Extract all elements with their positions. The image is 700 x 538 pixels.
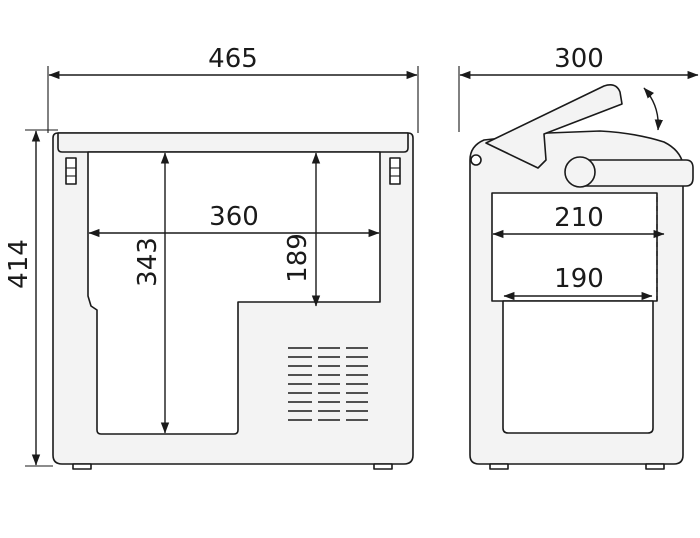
label-210: 210: [554, 203, 604, 233]
front-foot-left: [72, 463, 92, 470]
front-right-hinge: [389, 157, 401, 185]
label-190: 190: [554, 264, 604, 294]
side-open-lid: [485, 84, 623, 169]
label-360: 360: [209, 202, 259, 232]
lid-rotation-arrow: [643, 87, 664, 131]
front-left-hinge: [65, 157, 77, 185]
label-189: 189: [283, 233, 313, 283]
dim-inner-depth-total: 343: [133, 152, 170, 434]
dim-inner-depth-upper: 189: [283, 152, 321, 307]
side-foot-left: [489, 463, 509, 470]
label-343: 343: [133, 237, 163, 287]
side-handle: [579, 159, 694, 187]
dim-inner-width: 360: [88, 202, 380, 238]
label-465: 465: [208, 44, 258, 74]
front-view: [52, 132, 414, 470]
side-handle-pivot: [564, 156, 596, 188]
dim-side-depth: 300: [458, 44, 699, 132]
side-lower-cavity: [502, 300, 654, 434]
dim-height: 414: [4, 129, 58, 467]
front-vent-grille: [288, 347, 368, 421]
front-lid: [57, 132, 409, 153]
dim-side-upper: 210: [492, 203, 665, 239]
dim-front-width: 465: [47, 44, 419, 133]
side-hinge-knob: [470, 154, 482, 166]
dim-side-lower: 190: [503, 264, 653, 301]
side-foot-right: [645, 463, 665, 470]
label-414: 414: [4, 239, 34, 289]
label-300: 300: [554, 44, 604, 74]
front-foot-right: [373, 463, 393, 470]
